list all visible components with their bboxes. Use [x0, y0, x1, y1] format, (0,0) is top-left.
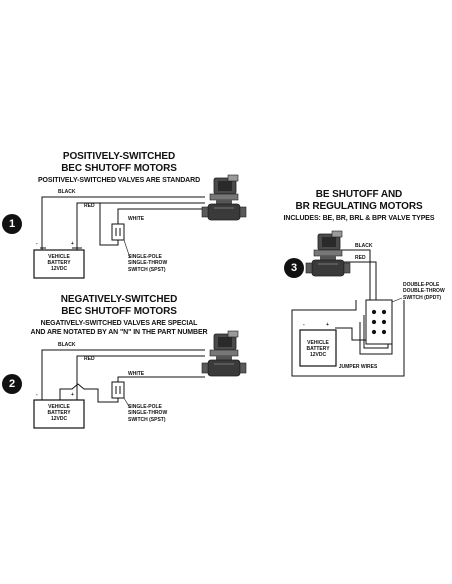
d2-battery: [33, 399, 85, 429]
d2-white-label: WHITE: [128, 371, 145, 377]
diagram-1-number-badge: 1: [2, 214, 22, 234]
d3-black-wire: [340, 249, 371, 300]
diagram-2-number: 2: [8, 378, 16, 390]
diagram-2-wiring: [33, 349, 205, 429]
diagram-3-title-line1: BE SHUTOFF AND: [315, 189, 403, 200]
d1-switch-line2: SINGLE-THROW: [128, 260, 168, 267]
d1-white-label: WHITE: [128, 216, 145, 222]
d3-battery-line1: VEHICLE: [307, 340, 329, 346]
d1-minus-sign: -: [36, 241, 38, 247]
d2-black-label: BLACK: [58, 342, 76, 348]
diagram-3-number: 3: [290, 262, 298, 274]
diagram-1-title-line2: BEC SHUTOFF MOTORS: [61, 163, 177, 174]
diagram-2-number-badge: 2: [2, 374, 22, 394]
d3-jumper-label: JUMPER WIRES: [338, 364, 378, 370]
d3-battery-line3: 12VDC: [309, 352, 327, 358]
d3-switch-line1: DOUBLE-POLE: [403, 282, 440, 288]
d1-white-wire: [117, 208, 205, 224]
d2-switch-line3: SWITCH (SPST): [128, 416, 166, 423]
d2-minus-sign: -: [36, 392, 38, 398]
d1-black-label: BLACK: [58, 189, 76, 195]
d3-switch-line2: DOUBLE-THROW: [403, 288, 445, 295]
d3-dpdt-switch: [365, 299, 393, 345]
d3-outer-loop: [291, 300, 405, 377]
diagram-2-title-line1: NEGATIVELY-SWITCHED: [60, 294, 178, 305]
d2-switch-line1: SINGLE-POLE: [128, 404, 162, 410]
d2-battery-line2: BATTERY: [47, 410, 71, 416]
d3-plus-sign: +: [326, 322, 329, 328]
diagram-1-number: 1: [8, 218, 16, 230]
d1-battery-line1: VEHICLE: [48, 254, 70, 260]
d2-battery-line3: 12VDC: [50, 416, 68, 422]
d3-switch-label: DOUBLE-POLE DOUBLE-THROW SWITCH (DPDT): [403, 282, 445, 301]
d1-switch-return: [99, 203, 119, 246]
d2-switch-line2: SINGLE-THROW: [128, 410, 168, 417]
d1-battery-label: VEHICLE BATTERY 12VDC: [47, 254, 70, 272]
d1-spst-switch: [111, 223, 125, 241]
diagram-1-wiring: [33, 196, 205, 279]
d3-battery-wire: [335, 327, 371, 341]
d2-valve-icon: [201, 330, 247, 377]
d3-red-label: RED: [355, 255, 366, 261]
d1-battery: [33, 249, 85, 279]
d2-spst-switch: [111, 381, 125, 399]
d1-black-wire: [41, 196, 205, 250]
d2-black-wire: [41, 349, 205, 400]
d3-minus-sign: -: [303, 322, 305, 328]
d1-plus-sign: +: [71, 241, 74, 247]
d1-battery-line2: BATTERY: [47, 260, 71, 266]
d3-red-wire: [340, 261, 377, 300]
d1-switch-line1: SINGLE-POLE: [128, 254, 162, 260]
d2-red-label: RED: [84, 356, 95, 362]
d2-red-wire: [76, 355, 205, 400]
diagram-2-subtitle-line2: AND ARE NOTATED BY AN "N" IN THE PART NU…: [30, 329, 208, 336]
d3-black-label: BLACK: [355, 243, 373, 249]
d3-battery-label: VEHICLE BATTERY 12VDC: [306, 340, 329, 358]
d1-red-wire: [76, 202, 205, 250]
d2-switch-label: SINGLE-POLE SINGLE-THROW SWITCH (SPST): [128, 404, 167, 423]
d3-valve-icon: [305, 230, 351, 277]
d1-red-label: RED: [84, 203, 95, 209]
diagram-2-title-line2: BEC SHUTOFF MOTORS: [61, 306, 177, 317]
d1-valve-icon: [201, 174, 247, 221]
d2-battery-label: VEHICLE BATTERY 12VDC: [47, 404, 70, 422]
d2-white-wire: [117, 376, 205, 382]
d3-battery: [299, 329, 337, 367]
d2-plus-sign: +: [71, 392, 74, 398]
d3-switch-line3: SWITCH (DPDT): [403, 294, 442, 301]
d1-battery-line3: 12VDC: [50, 266, 68, 272]
diagram-3-title-line2: BR REGULATING MOTORS: [295, 201, 423, 212]
diagram-3-number-badge: 3: [284, 258, 304, 278]
d2-battery-line1: VEHICLE: [48, 404, 70, 410]
d3-battery-line2: BATTERY: [306, 346, 330, 352]
diagram-2-subtitle-line1: NEGATIVELY-SWITCHED VALVES ARE SPECIAL: [40, 320, 198, 327]
d1-switch-line3: SWITCH (SPST): [128, 266, 166, 273]
diagram-3-subtitle: INCLUDES: BE, BR, BRL & BPR VALVE TYPES: [283, 215, 435, 222]
diagram-1-subtitle: POSITIVELY-SWITCHED VALVES ARE STANDARD: [37, 177, 201, 184]
d1-switch-label: SINGLE-POLE SINGLE-THROW SWITCH (SPST): [128, 254, 167, 273]
d2-switch-return: [59, 383, 119, 403]
diagram-1-title-line1: POSITIVELY-SWITCHED: [62, 151, 176, 162]
